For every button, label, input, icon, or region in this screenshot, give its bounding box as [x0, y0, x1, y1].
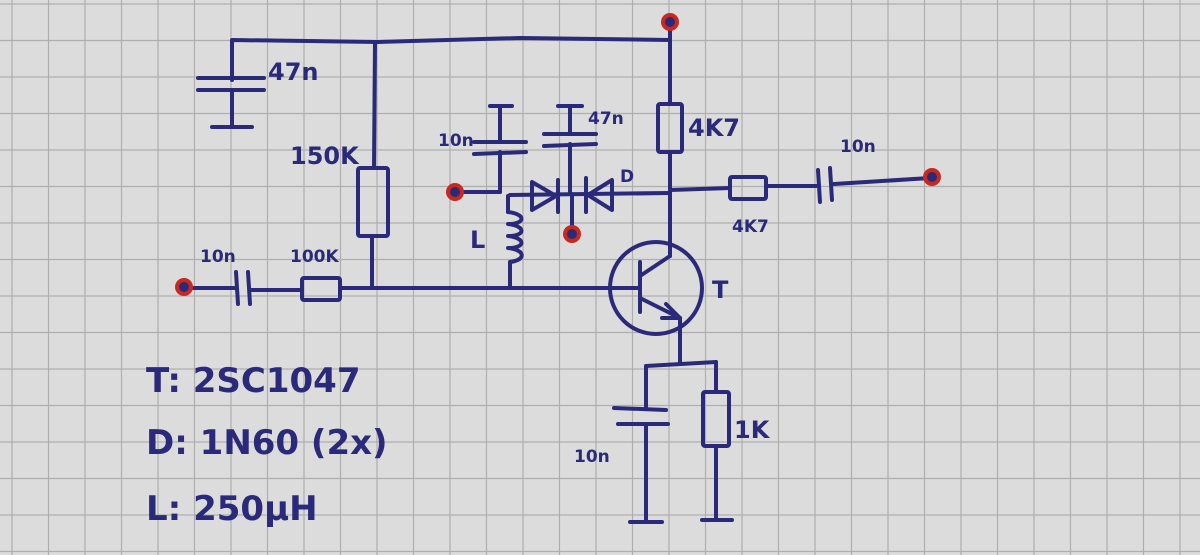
node-output-core	[927, 172, 937, 182]
label-c-top: 47n	[268, 58, 318, 86]
capacitor-output-plate-2	[828, 166, 834, 202]
label-c-mid: 10n	[438, 131, 474, 151]
label-diode: D	[620, 167, 634, 187]
resistor-4k7-output	[728, 175, 768, 201]
node-ground-tap-core	[567, 229, 577, 239]
capacitor-emitter-top-plate	[612, 406, 668, 412]
node-input-core	[179, 282, 189, 292]
capacitor-mid-bottom-plate	[472, 150, 528, 156]
components	[196, 76, 834, 448]
transistor-emitter-arrow	[660, 302, 682, 320]
label-inductor: L	[470, 226, 485, 254]
transistor-collector	[638, 254, 672, 278]
transistor-body	[608, 240, 704, 336]
capacitor-output-plate-1	[816, 168, 822, 204]
node-detector-core	[450, 187, 460, 197]
label-c-emitter: 10n	[574, 447, 610, 467]
connection-nodes	[175, 13, 941, 296]
emitter-split	[644, 360, 718, 368]
label-r-4k7-out: 4K7	[732, 217, 769, 237]
node-supply-core	[665, 17, 675, 27]
label-c-in: 10n	[200, 247, 236, 267]
label-r-1k: 1K	[734, 416, 771, 444]
diode-right	[586, 178, 614, 212]
transistor-emitter	[638, 296, 682, 320]
legend-transistor: T: 2SC1047	[146, 361, 361, 401]
capacitor-47n-mid-bottom-plate	[542, 142, 598, 148]
output-wire-3	[832, 176, 932, 186]
output-wire	[668, 186, 732, 192]
capacitor-input-plate-2	[246, 270, 252, 306]
diode-left	[530, 180, 558, 212]
wires	[184, 22, 932, 524]
label-r-150k: 150K	[290, 142, 360, 170]
inductor-coil	[506, 210, 524, 264]
resistor-1k	[701, 390, 731, 448]
legend-inductor: L: 250µH	[146, 489, 318, 529]
resistor-150k	[356, 166, 390, 238]
label-c-47n: 47n	[588, 109, 624, 129]
label-r-100k: 100K	[290, 247, 339, 267]
resistor-100k	[300, 276, 342, 302]
label-c-out: 10n	[840, 137, 876, 157]
bias-wire-top	[372, 40, 377, 170]
capacitor-input-plate-1	[234, 270, 240, 306]
legend-diode: D: 1N60 (2x)	[146, 423, 388, 463]
top-rail-wire	[230, 36, 672, 70]
label-transistor: T	[712, 276, 729, 304]
component-labels: 47n 150K 10n 100K 10n 47n 4K7 10n D 4K7 …	[200, 58, 876, 467]
resistor-4k7-collector	[656, 102, 684, 154]
parts-legend: T: 2SC1047 D: 1N60 (2x) L: 250µH	[146, 361, 388, 529]
label-r-4k7-top: 4K7	[688, 114, 740, 142]
